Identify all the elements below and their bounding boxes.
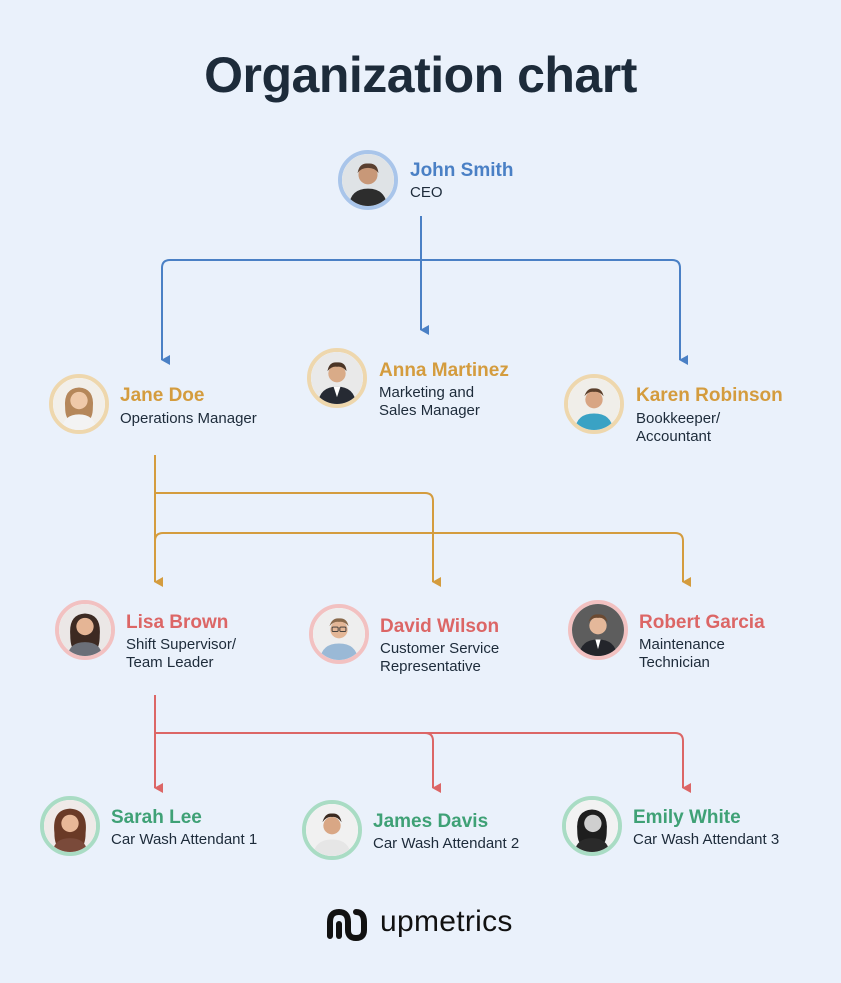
connector-lisa-james [155, 732, 441, 793]
person-photo-icon [572, 604, 624, 656]
name-james-davis: James Davis [373, 811, 489, 832]
role-lisa-brown: Shift Supervisor/Team Leader [126, 636, 237, 671]
person-photo-icon [566, 800, 618, 852]
role-james-davis: Car Wash Attendant 2 [373, 835, 520, 852]
name-john-smith: John Smith [410, 160, 514, 181]
connector-ceo-karen [421, 259, 688, 365]
person-photo-icon [59, 604, 111, 656]
person-photo-icon [53, 378, 105, 430]
connector-jane-david [155, 492, 441, 587]
avatar-karen-robinson [564, 374, 624, 434]
avatar-john-smith [338, 150, 398, 210]
connector-jane-robert [154, 532, 683, 582]
avatar-sarah-lee [40, 796, 100, 856]
avatar-james-davis [302, 800, 362, 860]
person-photo-icon [342, 154, 394, 206]
avatar-anna-martinez [307, 348, 367, 408]
upmetrics-logo-icon [327, 908, 367, 942]
avatar-emily-white [562, 796, 622, 856]
name-anna-martinez: Anna Martinez [379, 360, 509, 381]
page-title: Organization chart [204, 47, 637, 103]
name-sarah-lee: Sarah Lee [111, 807, 202, 828]
avatar-robert-garcia [568, 600, 628, 660]
person-photo-icon [313, 608, 365, 660]
name-robert-garcia: Robert Garcia [639, 612, 765, 633]
person-photo-icon [311, 352, 363, 404]
avatar-jane-doe [49, 374, 109, 434]
name-lisa-brown: Lisa Brown [126, 612, 229, 633]
avatar-david-wilson [309, 604, 369, 664]
name-david-wilson: David Wilson [380, 616, 500, 637]
person-photo-icon [568, 378, 620, 430]
role-jane-doe: Operations Manager [120, 410, 257, 427]
connector-ceo-jane [161, 259, 421, 365]
role-emily-white: Car Wash Attendant 3 [633, 831, 780, 848]
connector-lisa-emily [425, 732, 691, 793]
name-karen-robinson: Karen Robinson [636, 385, 783, 406]
role-karen-robinson: Bookkeeper/Accountant [636, 410, 721, 445]
role-john-smith: CEO [410, 184, 443, 201]
name-emily-white: Emily White [633, 807, 741, 828]
person-photo-icon [306, 804, 358, 856]
person-photo-icon [44, 800, 96, 852]
name-jane-doe: Jane Doe [120, 385, 205, 406]
role-sarah-lee: Car Wash Attendant 1 [111, 831, 258, 848]
brand-name: upmetrics [380, 905, 513, 938]
avatar-lisa-brown [55, 600, 115, 660]
